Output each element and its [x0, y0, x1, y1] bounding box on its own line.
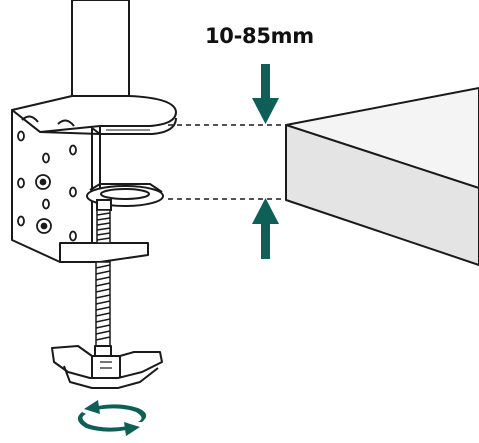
bracket-holes [17, 130, 77, 242]
monitor-pole [71, 0, 130, 114]
pressure-pad [86, 183, 164, 211]
threaded-rod-lower [95, 261, 111, 349]
threaded-rod-upper [96, 209, 111, 244]
arrow-up-icon [252, 198, 279, 259]
clamp-bracket [11, 109, 101, 263]
arrow-down-icon [252, 64, 279, 124]
clamp-bottom-plate [59, 242, 149, 263]
thickness-range-label: 10-85mm [205, 24, 314, 48]
rotate-icon [77, 400, 147, 436]
desk-panel [285, 87, 479, 266]
clamp-top-plate [11, 95, 177, 135]
tightening-knob [51, 345, 163, 389]
thickness-guides [168, 124, 284, 200]
